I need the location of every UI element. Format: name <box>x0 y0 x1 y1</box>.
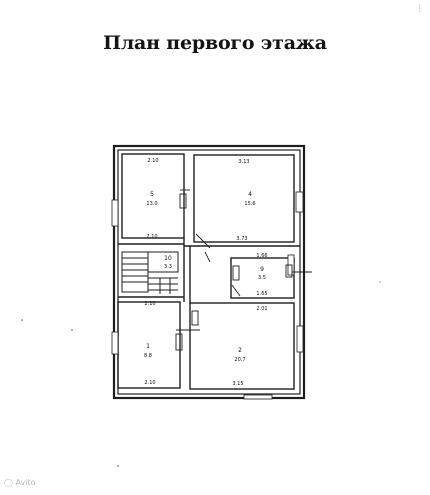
outer-walls <box>112 144 306 400</box>
watermark-logo: ◯ Avito <box>4 478 36 487</box>
room-1-number: 1 <box>146 343 150 350</box>
page-title: План первого этажа <box>103 32 327 54</box>
staircase <box>121 251 179 294</box>
room-5-area: 13.0 <box>146 201 157 207</box>
room-2-walls <box>189 302 295 390</box>
room-4-area: 15.6 <box>244 201 255 207</box>
windows <box>111 191 304 400</box>
room-1-area: 8.8 <box>144 353 152 359</box>
dim-room-4-bottom: 3.73 <box>236 236 247 242</box>
dim-room-2-top: 2.01 <box>256 306 267 312</box>
dim-room-9-bottom: 1.65 <box>256 291 267 297</box>
dim-room-9-top: 1.66 <box>256 253 267 259</box>
room-4-number: 4 <box>248 191 252 198</box>
window-room-2-bottom <box>243 394 273 400</box>
window-room-2 <box>296 325 304 353</box>
scan-specks <box>21 281 381 467</box>
dim-room-4-top: 3.13 <box>238 159 249 165</box>
room-9-area: 3.5 <box>258 275 266 281</box>
room-10-area: 3.3 <box>164 264 172 270</box>
room-5-number: 5 <box>150 191 154 198</box>
doors <box>175 189 312 351</box>
room-9-number: 9 <box>260 266 264 273</box>
room-2-number: 2 <box>238 347 242 354</box>
room-4-walls <box>193 154 295 243</box>
dim-room-1-bottom: 2.10 <box>144 380 155 386</box>
window-room-1 <box>111 331 119 355</box>
room-9-walls <box>230 257 295 299</box>
interior-walls <box>117 153 300 390</box>
dim-room-1-top: 2.10 <box>144 301 155 307</box>
corner-menu-dots: ⋮ <box>415 4 424 14</box>
dim-room-5-top: 2.10 <box>147 158 158 164</box>
room-10-number: 10 <box>164 255 172 262</box>
dim-room-5-bottom: 2.10 <box>146 234 157 240</box>
dim-room-2-bottom: 3.15 <box>232 381 243 387</box>
window-room-5 <box>111 199 119 227</box>
room-5-walls <box>121 153 185 239</box>
window-room-4 <box>295 191 304 213</box>
room-2-area: 20.7 <box>234 357 245 363</box>
